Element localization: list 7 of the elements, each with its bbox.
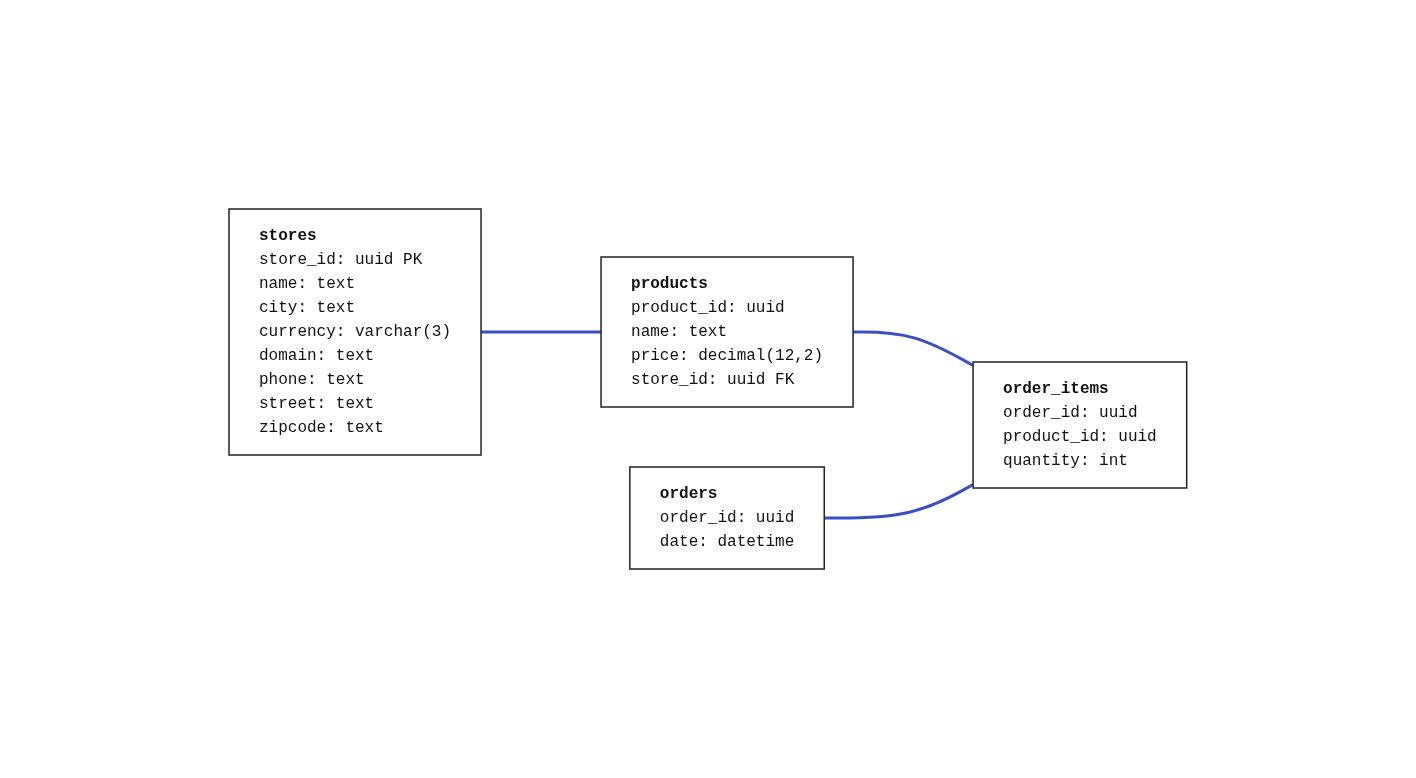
connector: [824, 483, 974, 520]
node-box: order_items order_id: uuid product_id: uuid quantity: int: [972, 361, 1188, 489]
node-box: products product_id: uuid name: text price: decimal(12,2) store_id: uuid FK: [600, 256, 854, 408]
connector: [481, 330, 602, 334]
node-box: stores store_id: uuid PK name: text city: text currency: varchar(3) domain: text phone: text street: text zipcode: text: [228, 208, 482, 456]
connector: [853, 330, 974, 367]
node-box: orders order_id: uuid date: datetime: [629, 466, 826, 570]
